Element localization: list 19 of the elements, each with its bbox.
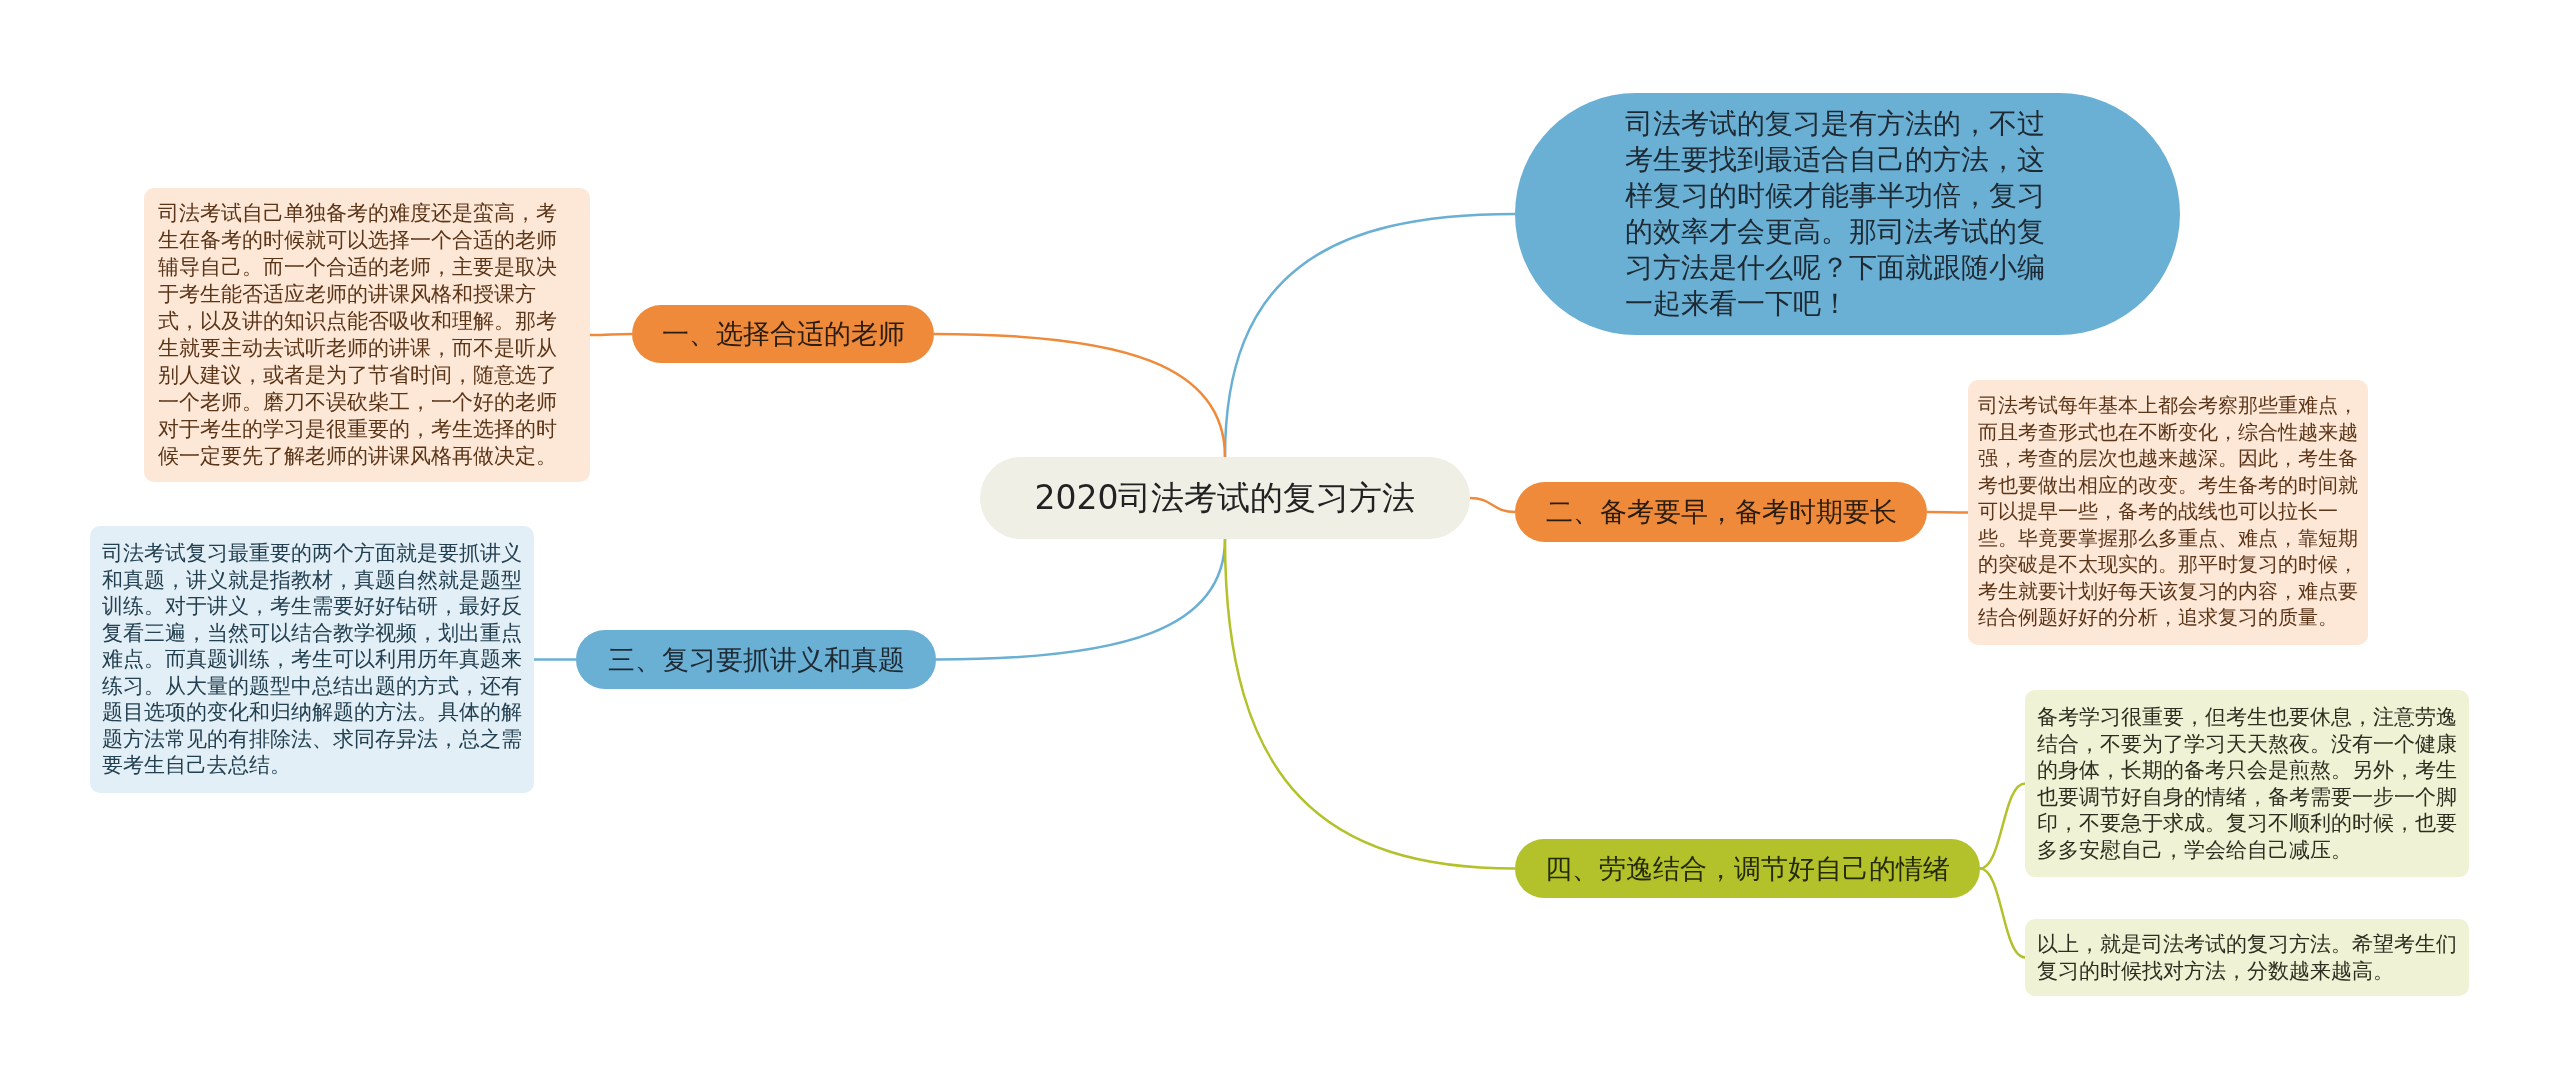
connector-line xyxy=(1979,782,2026,870)
connector-line xyxy=(1469,496,1516,514)
connector-line xyxy=(1223,538,1516,870)
topic-box: 四、劳逸结合，调节好自己的情绪 xyxy=(1515,839,1980,898)
intro-bubble: 司法考试的复习是有方法的，不过考生要找到最适合自己的方法，这样复习的时候才能事半功倍，复习的效率才会更高。那司法考试的复习方法是什么呢？下面就跟随小编一起来看一下吧！ xyxy=(1515,93,2180,335)
detail-note: 以上，就是司法考试的复习方法。希望考生们复习的时候找对方法，分数越来越高。 xyxy=(2025,919,2469,996)
topic-box: 二、备考要早，备考时期要长 xyxy=(1515,482,1927,542)
detail-note: 司法考试每年基本上都会考察那些重难点，而且考查形式也在不断变化，综合性越来越强，考查的层次也越来越深。因此，考生备考也要做出相应的改变。考生备考的时间就可以提早一些，备考的战线也可以拉长一些。毕竟要掌握那么多重点、难点，靠短期的突破是不太现实的。那平时复习的时候，考生就要计划好每天该复习的内容，难点要结合例题好好的分析，追求复习的质量。 xyxy=(1968,380,2368,645)
topic-box: 三、复习要抓讲义和真题 xyxy=(576,630,936,689)
detail-note: 司法考试复习最重要的两个方面就是要抓讲义和真题，讲义就是指教材，真题自然就是题型训练。对于讲义，考生需要好好钻研，最好反复看三遍，当然可以结合教学视频，划出重点难点。而真题训练，考生可以利用历年真题来练习。从大量的题型中总结出题的方式，还有题目选项的变化和归纳解题的方法。具体的解题方法常见的有排除法、求同存异法，总之需要考生自己去总结。 xyxy=(90,526,534,793)
connector-line xyxy=(1927,510,1968,514)
connector-line xyxy=(590,332,632,337)
connector-line xyxy=(1979,867,2026,959)
central-topic-box: 2020司法考试的复习方法 xyxy=(980,457,1470,539)
detail-note: 司法考试自己单独备考的难度还是蛮高，考生在备考的时候就可以选择一个合适的老师辅导自己。而一个合适的老师，主要是取决于考生能否适应老师的讲课风格和授课方式，以及讲的知识点能否吸收和理解。那考生就要主动去试听老师的讲课，而不是听从别人建议，或者是为了节省时间，随意选了一个老师。磨刀不误砍柴工，一个好的老师对于考生的学习是很重要的，考生选择的时候一定要先了解老师的讲课风格再做决定。 xyxy=(144,188,590,482)
connector-line xyxy=(934,332,1227,458)
detail-note: 备考学习很重要，但考生也要休息，注意劳逸结合，不要为了学习天天熬夜。没有一个健康的身体，长期的备考只会是煎熬。另外，考生也要调节好自身的情绪，备考需要一步一个脚印，不要急于求成。复习不顺利的时候，也要多多安慰自己，学会给自己减压。 xyxy=(2025,690,2469,877)
topic-box: 一、选择合适的老师 xyxy=(632,305,934,363)
connector-line xyxy=(534,658,576,661)
